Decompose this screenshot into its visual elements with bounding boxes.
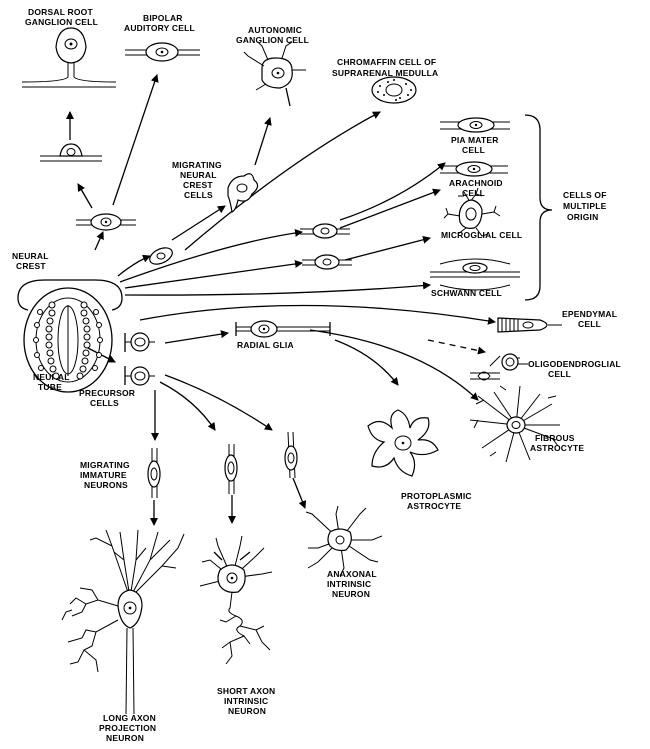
label-ependymal-2: CELL [578, 319, 601, 329]
long-axon-projection-neuron [61, 529, 185, 715]
label-schwann: SCHWANN CELL [431, 288, 502, 298]
cells-of-multiple-origin-bracket [524, 114, 553, 301]
label-pia-mater-1: PIA MATER [451, 135, 499, 145]
label-migrating-crest-3: CREST [183, 180, 213, 190]
precursor-cells [124, 332, 155, 386]
arrow-immature-to-anaxonal [292, 477, 307, 509]
arrow-crest-to-migrating-cell [94, 231, 104, 251]
dorsal-root-precursor-cell [40, 143, 102, 162]
migrating-immature-neuron-2 [224, 444, 238, 494]
label-migrating-immature-3: NEURONS [84, 480, 128, 490]
bipolar-auditory-cell [125, 42, 200, 62]
label-long-axon-2: PROJECTION [99, 723, 156, 733]
protoplasmic-astrocyte [367, 409, 439, 477]
label-fibrous-2: ASTROCYTE [530, 443, 584, 453]
arachnoid-cell [440, 161, 508, 177]
arrow-radial-to-fibrous [309, 329, 479, 401]
label-chromaffin-2: SUPRARENAL MEDULLA [332, 68, 438, 78]
label-anaxonal-2: INTRINSIC [327, 579, 371, 589]
arrow-precursor-to-radial-glia [164, 330, 229, 344]
migrating-immature-neuron-1 [147, 448, 161, 498]
arrow-to-schwann [124, 281, 431, 296]
cells [17, 27, 562, 715]
label-dorsal-root-2: GANGLION CELL [25, 17, 98, 27]
label-fibrous-1: FIBROUS [535, 433, 575, 443]
arrow-to-autonomic-ganglion [254, 117, 272, 166]
ependymal-cell [497, 317, 562, 333]
label-oligodendroglial-2: CELL [548, 369, 571, 379]
dorsal-root-ganglion-cell [21, 27, 117, 88]
migrating-immature-neuron-3 [284, 431, 298, 479]
label-neural-tube-1: NEURAL [33, 372, 70, 382]
arrow-to-microglial [344, 235, 431, 261]
label-anaxonal-1: ANAXONAL [327, 569, 377, 579]
arrow-radial-to-protoplasmic [334, 339, 399, 386]
label-autonomic-1: AUTONOMIC [248, 25, 302, 35]
label-migrating-crest-2: NEURAL [180, 170, 217, 180]
glial-precursor-cell [302, 254, 352, 270]
pia-mater-cell [440, 117, 510, 133]
arrow-to-crest-cell-small [117, 254, 151, 277]
arrow-to-arachnoid [339, 188, 441, 229]
label-neural-crest-2: CREST [16, 261, 46, 271]
label-arachnoid-1: ARACHNOID [449, 178, 503, 188]
arrow-migrating-to-root [77, 183, 93, 209]
label-anaxonal-3: NEURON [332, 589, 370, 599]
label-bipolar-2: AUDITORY CELL [124, 23, 195, 33]
label-short-axon-3: NEURON [228, 706, 266, 716]
arrows [66, 74, 496, 526]
migrating-neural-crest-cell-amoeboid [227, 173, 259, 213]
label-short-axon-1: SHORT AXON [217, 686, 275, 696]
label-protoplasmic-2: ASTROCYTE [407, 501, 461, 511]
label-pia-mater-2: CELL [462, 145, 485, 155]
arrow-to-bipolar [112, 74, 159, 206]
label-precursor-2: CELLS [90, 398, 119, 408]
schwann-cell [430, 258, 520, 291]
label-dorsal-root-1: DORSAL ROOT [28, 7, 93, 17]
label-cells-multiple-3: ORIGIN [567, 212, 598, 222]
meningeal-precursor-cell [300, 223, 350, 239]
label-oligodendroglial-1: OLIGODENDROGLIAL [528, 359, 621, 369]
migrating-crest-cell-small [149, 247, 173, 265]
label-autonomic-2: GANGLION CELL [236, 35, 309, 45]
arrow-dashed-to-oligodendroglial [427, 339, 486, 355]
arrow-precursor-to-anaxonal-branch [164, 374, 273, 431]
arrow-to-pia-cell-intermediate [119, 229, 303, 283]
radial-glia-cell [235, 320, 331, 338]
label-short-axon-2: INTRINSIC [224, 696, 268, 706]
labels: DORSAL ROOT GANGLION CELL BIPOLAR AUDITO… [12, 7, 621, 743]
label-cells-multiple-2: MULTIPLE [563, 201, 607, 211]
arrow-to-chromaffin [184, 111, 381, 251]
label-migrating-crest-1: MIGRATING [172, 160, 222, 170]
label-chromaffin-1: CHROMAFFIN CELL OF [337, 57, 436, 67]
label-long-axon-1: LONG AXON [103, 713, 156, 723]
arrow-to-middle-cell [124, 260, 303, 289]
label-bipolar-1: BIPOLAR [143, 13, 183, 23]
label-cells-multiple-1: CELLS OF [563, 190, 607, 200]
anaxonal-intrinsic-neuron [305, 505, 383, 577]
label-protoplasmic-1: PROTOPLASMIC [401, 491, 472, 501]
label-migrating-immature-2: IMMATURE [80, 470, 127, 480]
short-axon-intrinsic-neuron [199, 535, 273, 665]
arrow-precursor-to-short-axon [159, 381, 216, 431]
microglial-cell [443, 187, 501, 237]
label-migrating-immature-1: MIGRATING [80, 460, 130, 470]
oligodendroglial-cell [470, 353, 528, 381]
fibrous-astrocyte [469, 385, 560, 463]
autonomic-ganglion-cell [243, 41, 306, 107]
label-neural-crest-1: NEURAL [12, 251, 49, 261]
arrow-to-pia-mater [339, 162, 446, 221]
chromaffin-cell [371, 76, 417, 104]
label-long-axon-3: NEURON [106, 733, 144, 743]
label-radial-glia: RADIAL GLIA [237, 340, 294, 350]
label-migrating-crest-4: CELLS [184, 190, 213, 200]
label-arachnoid-2: CELL [462, 188, 485, 198]
label-precursor-1: PRECURSOR [79, 388, 135, 398]
migrating-crest-cell-bipolar [76, 213, 136, 231]
arrow-to-ependymal [139, 304, 496, 325]
neural-tube-wall-cells [33, 301, 103, 380]
arrow-to-migrating-crest-cells [171, 205, 226, 241]
label-ependymal-1: EPENDYMAL [562, 309, 617, 319]
